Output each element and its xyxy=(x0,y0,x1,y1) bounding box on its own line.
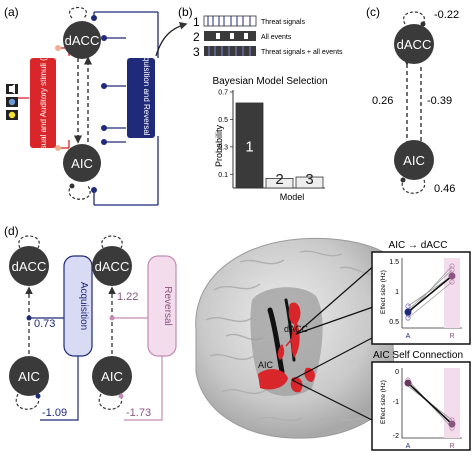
inset2-ytick-top: 0 xyxy=(395,369,399,376)
panel-c-self-top: -0.22 xyxy=(434,9,459,21)
panel-c-dacc-label: dACC xyxy=(397,37,432,52)
inset2-xtick-a: A xyxy=(406,443,411,450)
to-panel-b-arrow xyxy=(155,21,188,57)
inset1-ytick-top: 1.5 xyxy=(389,259,399,266)
inset2-ytick-mid: -1 xyxy=(393,399,399,406)
panel-c-forward: 0.26 xyxy=(372,95,393,107)
reversal-value: 1.22 xyxy=(117,291,138,303)
inset1-xtick-r: R xyxy=(449,333,454,340)
brain-aic-label: AIC xyxy=(258,360,274,370)
panel-c-self-bottom: 0.46 xyxy=(434,183,455,195)
d-left-aic-label: AIC xyxy=(18,369,40,384)
panel-a: (a) xyxy=(4,5,188,206)
inset1-plot: 1.5 1 0.5 Effect size (Hz) A R xyxy=(380,258,462,340)
d-right-dacc-label: dACC xyxy=(95,259,130,274)
inset2-ylabel: Effect size (Hz) xyxy=(380,380,387,424)
acquisition-modulator-box xyxy=(63,255,93,357)
inset1-title: AIC → dACC xyxy=(389,240,448,251)
acquisition-reversal-box xyxy=(127,58,155,138)
model-1-name: Threat signals xyxy=(261,19,305,26)
d-right-dacc-node xyxy=(92,246,132,286)
model-3-num: 3 xyxy=(193,45,200,59)
inset1-xtick-a: A xyxy=(406,333,411,340)
inset1-ytick-low: 0.5 xyxy=(389,319,399,326)
panel-d: (d) dACC AIC Acquisition 0.73 -1.09 dACC… xyxy=(4,224,471,451)
bms-bar-label-3: 3 xyxy=(305,171,313,188)
bms-bar-model-3 xyxy=(295,176,324,189)
bms-ytick-label: 0.7 xyxy=(218,90,228,97)
inset2-ytick-low: -2 xyxy=(393,433,399,440)
d-right-aic-node xyxy=(92,356,132,396)
acquisition-reversal-label: Acquisition and Reversal (B) xyxy=(142,48,151,149)
inset2-xtick-r: R xyxy=(449,443,454,450)
panel-c: (c) -0.22 0.26 -0.39 dACC AIC 0.46 xyxy=(366,5,459,195)
panel-a-dacc-label: dACC xyxy=(65,33,100,48)
inset1-ytick-mid: 1 xyxy=(395,289,399,296)
model-2-name: All events xyxy=(261,34,292,41)
bms-chart-title: Bayesian Model Selection xyxy=(212,76,327,87)
panel-a-label: (a) xyxy=(4,5,19,19)
model-2-num: 2 xyxy=(193,30,200,44)
panel-c-aic-label: AIC xyxy=(403,153,425,168)
panel-c-label: (c) xyxy=(366,5,380,19)
bms-bar-model-1 xyxy=(235,102,264,189)
bms-ylabel: Probability xyxy=(214,124,224,167)
bms-ytick-label: 0.3 xyxy=(218,144,228,151)
panel-b-label: (b) xyxy=(178,5,193,19)
bms-ytick-label: 0.1 xyxy=(218,172,228,179)
bms-chart: 0.7 0.5 0.3 0.1 1 2 3 xyxy=(218,90,325,189)
d-right-aic-label: AIC xyxy=(101,369,123,384)
bms-ytick-label: 0.5 xyxy=(218,117,228,124)
bms-bar-label-1: 1 xyxy=(245,138,253,155)
stimulus-icons xyxy=(6,84,18,120)
brain-dacc-label: dACC xyxy=(284,324,309,334)
stimuli-box xyxy=(30,58,56,148)
panel-c-aic-node xyxy=(394,140,434,180)
panel-c-dacc-node xyxy=(394,24,434,64)
reversal-self-value: -1.73 xyxy=(126,407,151,419)
inset1-ylabel: Effect size (Hz) xyxy=(380,270,387,314)
panel-a-aic-label: AIC xyxy=(71,156,93,171)
model-1-num: 1 xyxy=(193,15,200,29)
bms-bar-label-2: 2 xyxy=(275,171,283,188)
panel-a-dacc-node xyxy=(63,21,101,59)
model-1-timeline xyxy=(203,15,257,27)
panel-b: (b) 1 Threat signals 2 All events 3 Thre… xyxy=(178,5,343,202)
model-3-name: Threat signals + all events xyxy=(261,49,343,56)
stimuli-box-label: Visual and Auditory stimuli (C) xyxy=(39,49,48,156)
panel-c-backward: -0.39 xyxy=(427,95,452,107)
d-left-dacc-label: dACC xyxy=(12,259,47,274)
reversal-modulator-box xyxy=(147,255,177,357)
reversal-modulator-label: Reversal xyxy=(162,286,173,325)
model-3-timeline xyxy=(204,46,256,56)
inset2-title: AIC Self Connection xyxy=(373,350,463,361)
panel-a-aic-node xyxy=(63,144,101,182)
brain-image: dACC AIC xyxy=(195,237,397,439)
d-left-dacc-node xyxy=(9,246,49,286)
inset1-highlight xyxy=(444,258,460,328)
panel-d-label: (d) xyxy=(4,224,19,238)
acquisition-modulator-label: Acquisition xyxy=(78,282,89,330)
acquisition-self-value: -1.09 xyxy=(42,407,67,419)
inset2-plot: 0 -1 -2 Effect size (Hz) A R xyxy=(380,368,462,450)
d-left-aic-node xyxy=(9,356,49,396)
acquisition-value: 0.73 xyxy=(34,318,55,330)
bms-bar-model-2 xyxy=(265,177,294,189)
bms-xlabel: Model xyxy=(280,192,305,202)
